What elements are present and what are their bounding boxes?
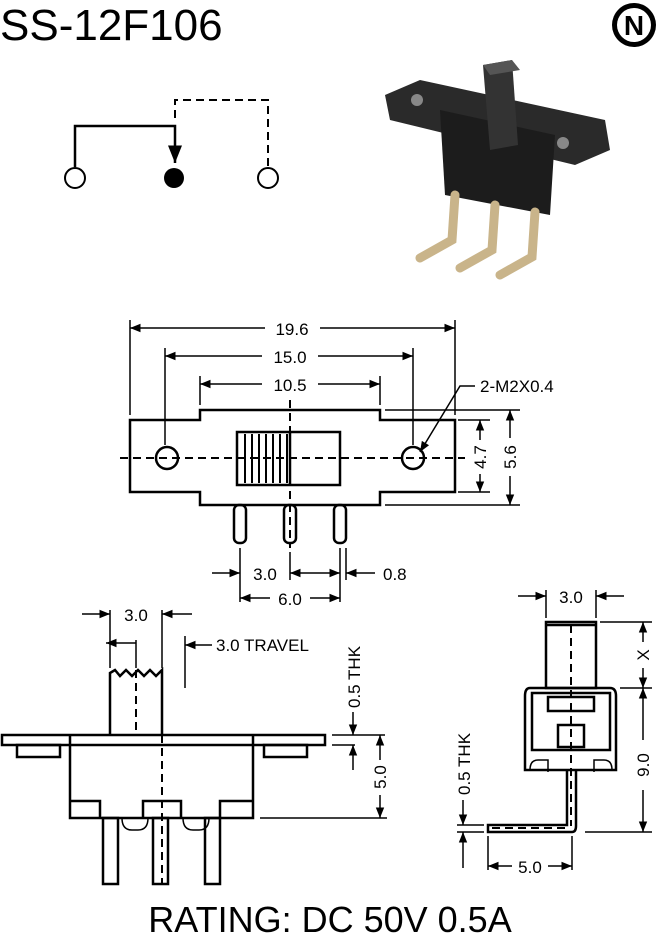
dim-overall-length: 19.6	[275, 320, 308, 339]
dim-body-depth: 5.0	[371, 765, 390, 789]
dim-pin-pitch: 3.0	[253, 565, 277, 584]
dim-end-actuator-width: 3.0	[559, 588, 583, 607]
dim-overall-height: 9.0	[634, 753, 653, 777]
dim-plate-thickness: 0.5 THK	[345, 645, 364, 708]
dim-body-length: 10.5	[273, 376, 306, 395]
dim-plate-height: 4.7	[471, 445, 490, 469]
rating-text: RATING: DC 50V 0.5A	[148, 899, 511, 938]
dim-pin-bend: 5.0	[518, 858, 542, 877]
brand-logo: N	[612, 3, 656, 47]
logo-letter: N	[624, 10, 644, 41]
mount-hole-callout: 2-M2X0.4	[480, 377, 554, 396]
side-view: 3.0 3.0 TRAVEL 0.5 THK 5.0	[0, 606, 390, 886]
dim-travel: 3.0 TRAVEL	[216, 636, 309, 655]
dim-pin-thickness: 0.5 THK	[455, 732, 474, 795]
dim-pin-width: 0.8	[383, 565, 407, 584]
end-view: 3.0 X 9.0 0.5 THK 5.0	[455, 588, 653, 877]
dim-pin-span: 6.0	[278, 590, 302, 609]
dim-side-actuator-width: 3.0	[124, 606, 148, 625]
product-photo	[385, 60, 610, 280]
dim-actuator-height: X	[634, 649, 653, 660]
part-number-title: SS-12F106	[0, 1, 223, 50]
dim-body-height: 5.6	[501, 445, 520, 469]
top-view: 19.6 15.0 10.5 2-M2X0.4 4.7 5.6 3.0 0.8 …	[120, 320, 554, 609]
dim-hole-spacing: 15.0	[273, 348, 306, 367]
switch-schematic	[64, 99, 279, 189]
